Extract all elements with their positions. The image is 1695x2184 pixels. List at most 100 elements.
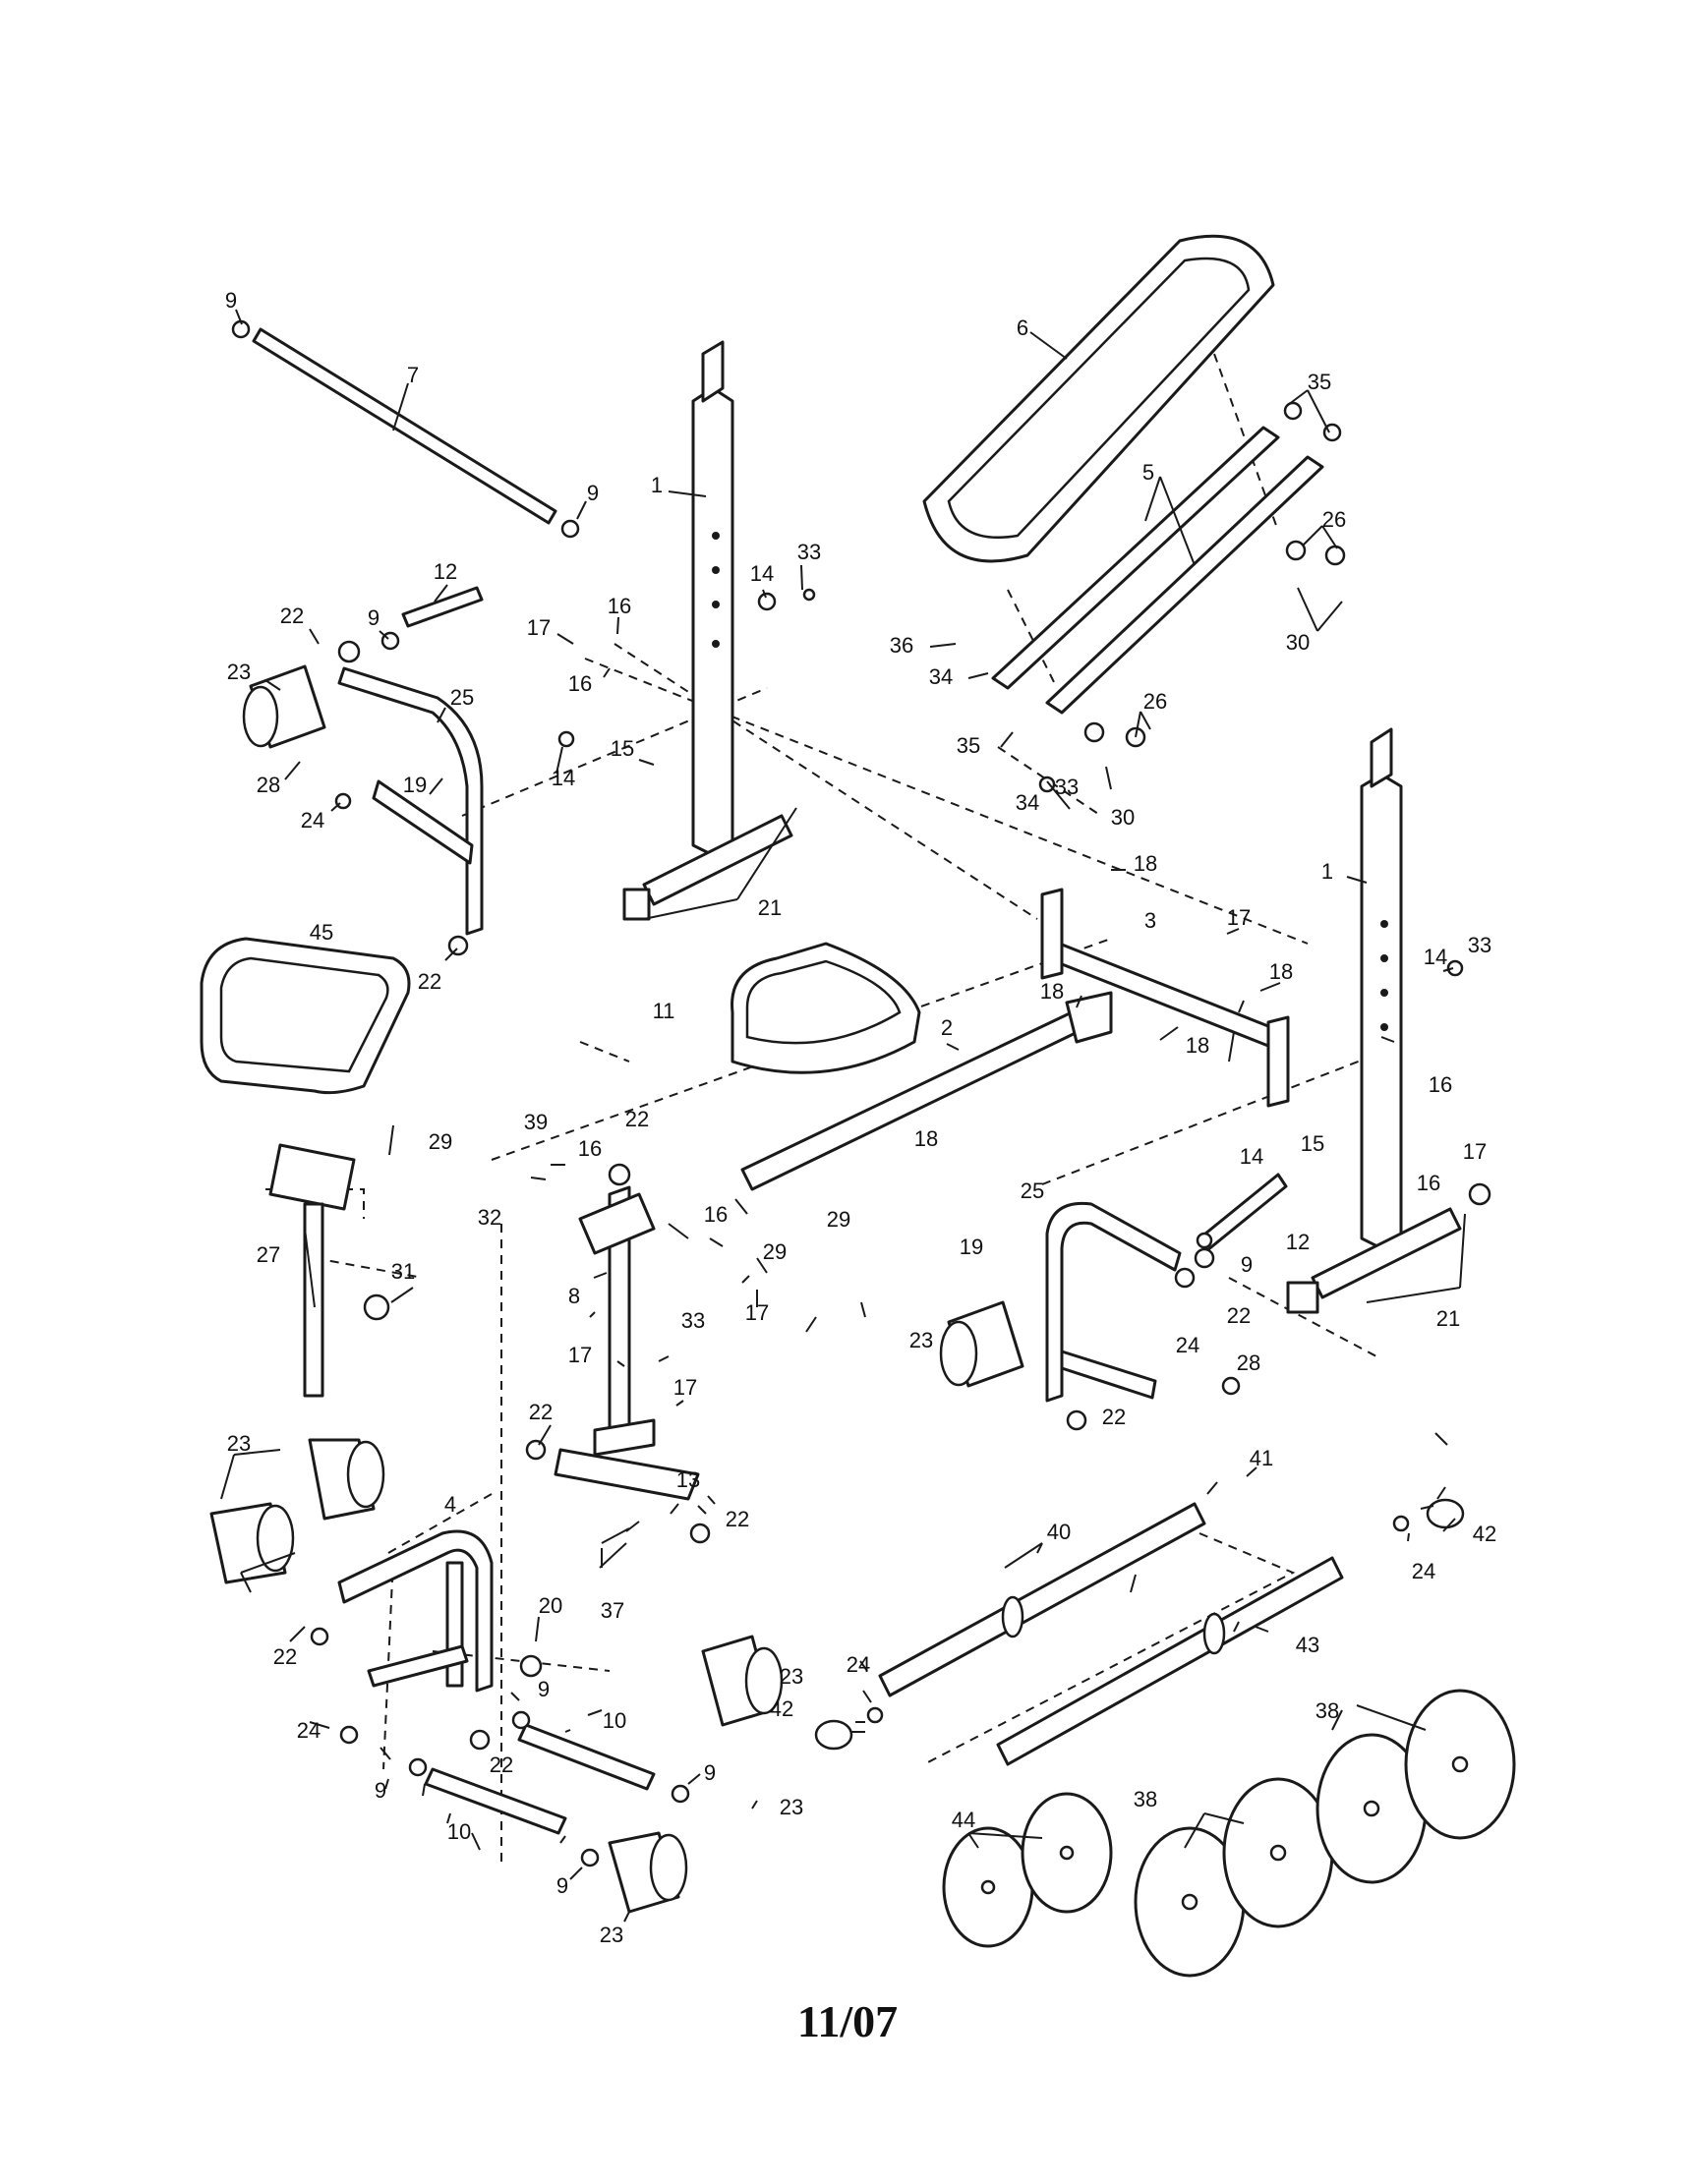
callout-24: 24 [1412, 1559, 1435, 1583]
callout-33: 33 [797, 540, 821, 564]
callout-42: 42 [1473, 1522, 1496, 1546]
callout-9: 9 [556, 1873, 568, 1898]
callout-3: 3 [1144, 908, 1156, 933]
callout-21: 21 [758, 895, 782, 920]
callout-9: 9 [538, 1677, 550, 1701]
callout-21: 21 [1436, 1306, 1460, 1331]
callout-29: 29 [429, 1129, 452, 1154]
seat-pad [731, 942, 921, 1074]
callout-14: 14 [1240, 1144, 1263, 1169]
callout-22: 22 [1102, 1405, 1126, 1429]
callout-16: 16 [608, 594, 631, 618]
callout-9: 9 [368, 605, 380, 630]
callout-14: 14 [750, 561, 774, 586]
callout-13: 13 [676, 1467, 700, 1492]
callout-30: 30 [1111, 805, 1135, 830]
callout-16: 16 [568, 671, 592, 696]
callout-33: 33 [1468, 933, 1491, 957]
callout-22: 22 [273, 1644, 297, 1669]
callout-22: 22 [625, 1107, 649, 1131]
callout-26: 26 [1143, 689, 1167, 714]
callout-25: 25 [450, 685, 474, 710]
callout-29: 29 [763, 1239, 787, 1264]
callout-16: 16 [578, 1136, 602, 1161]
callout-32: 32 [478, 1205, 501, 1230]
main-crossbar [1040, 888, 1290, 1108]
callout-17: 17 [673, 1375, 697, 1400]
callout-22: 22 [1227, 1303, 1251, 1328]
callout-24: 24 [1176, 1333, 1199, 1357]
leader-lines [220, 309, 1466, 1923]
callout-4: 4 [444, 1492, 456, 1517]
callout-44: 44 [952, 1808, 975, 1832]
barbell-bar [996, 1556, 1344, 1766]
callout-15: 15 [611, 736, 634, 761]
callout-8: 8 [568, 1284, 580, 1308]
callout-6: 6 [1017, 316, 1028, 340]
callout-28: 28 [257, 773, 280, 797]
callout-17: 17 [568, 1343, 592, 1367]
callout-22: 22 [418, 969, 441, 994]
weight-plates [942, 1689, 1516, 1978]
callout-45: 45 [310, 920, 333, 945]
callout-18: 18 [1040, 979, 1064, 1004]
callout-2: 2 [941, 1015, 953, 1040]
callout-27: 27 [257, 1242, 280, 1267]
callout-16: 16 [1429, 1072, 1452, 1097]
callout-1: 1 [1321, 859, 1333, 884]
callout-17: 17 [1463, 1139, 1487, 1164]
callout-23: 23 [600, 1923, 623, 1947]
callout-10: 10 [603, 1708, 626, 1733]
callout-5: 5 [1142, 460, 1154, 485]
callout-17: 17 [527, 615, 551, 640]
barbell-handle [878, 1502, 1206, 1697]
callout-23: 23 [780, 1664, 803, 1689]
chest-pad [200, 937, 411, 1095]
callout-19: 19 [403, 773, 427, 797]
callout-9: 9 [225, 288, 237, 313]
callout-14: 14 [552, 766, 575, 790]
callout-33: 33 [1055, 775, 1079, 799]
callout-14: 14 [1424, 945, 1447, 969]
callout-22: 22 [726, 1507, 749, 1531]
callout-35: 35 [957, 733, 980, 758]
seat-rail [740, 991, 1113, 1191]
callout-12: 12 [1286, 1230, 1310, 1254]
callout-25: 25 [1021, 1178, 1044, 1203]
callout-34: 34 [1016, 790, 1039, 815]
callout-16: 16 [704, 1202, 728, 1227]
callout-33: 33 [681, 1308, 705, 1333]
callout-38: 38 [1134, 1787, 1157, 1811]
callout-18: 18 [914, 1126, 938, 1151]
callout-28: 28 [1237, 1351, 1260, 1375]
callout-18: 18 [1134, 851, 1157, 876]
callout-22: 22 [280, 603, 304, 628]
callout-15: 15 [1301, 1131, 1324, 1156]
callout-1: 1 [651, 473, 663, 497]
callout-24: 24 [847, 1652, 870, 1677]
callout-23: 23 [227, 660, 251, 684]
back-pad [922, 234, 1275, 563]
callout-numbers: 9 7 9 1 12 22 9 23 25 28 19 24 22 17 16 … [225, 288, 1496, 1947]
chest-pad-post [268, 1143, 390, 1398]
callout-9: 9 [704, 1760, 716, 1785]
callout-18: 18 [1186, 1033, 1209, 1058]
callout-23: 23 [780, 1795, 803, 1819]
callout-9: 9 [1241, 1252, 1253, 1277]
callout-34: 34 [929, 664, 953, 689]
hardware [231, 319, 1491, 1868]
callout-26: 26 [1322, 507, 1346, 532]
callout-39: 39 [524, 1110, 548, 1134]
callout-35: 35 [1308, 370, 1331, 394]
upright-left [622, 340, 793, 921]
rods [252, 327, 1288, 1835]
callout-38: 38 [1315, 1698, 1339, 1723]
callout-36: 36 [890, 633, 913, 658]
center-post [578, 1185, 656, 1457]
callout-24: 24 [297, 1718, 321, 1743]
callout-11: 11 [653, 999, 675, 1023]
leg-developer-left [337, 666, 484, 936]
callout-37: 37 [601, 1598, 624, 1623]
callout-19: 19 [960, 1235, 983, 1259]
